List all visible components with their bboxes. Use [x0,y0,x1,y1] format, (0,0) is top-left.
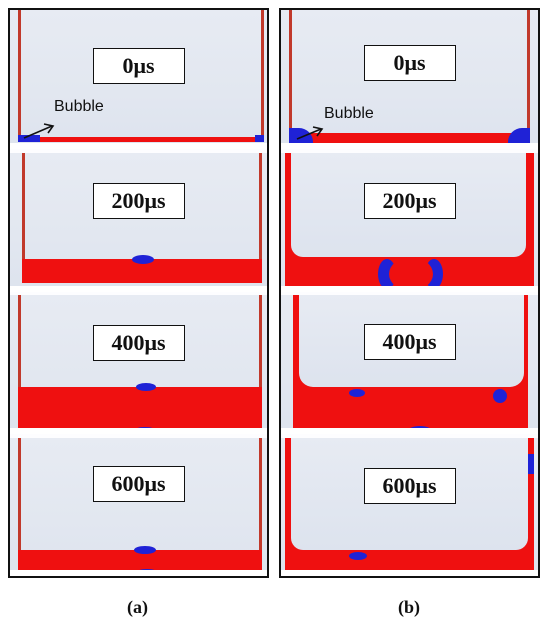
bubble [134,427,156,434]
left-wall [18,295,21,431]
left-wall [289,10,292,142]
caption-a: (a) [127,597,148,617]
bubble-annotation: Bubble [54,98,104,115]
right-wall [259,153,262,281]
frame-a-200us: 200μs [10,153,267,292]
bubble-right [508,128,530,143]
bubble [134,546,156,554]
bubble-annotation: Bubble [324,105,374,122]
frame-b-0us: 0μs Bubble [281,10,538,149]
liquid-film [18,137,264,142]
time-label: 600μs [92,466,185,502]
bubble [528,454,534,474]
time-label: 200μs [363,183,456,219]
arrow-icon [23,123,55,139]
right-wall [261,10,264,142]
right-wall [259,438,262,576]
bubble [136,383,156,391]
time-label: 600μs [363,468,456,504]
right-wall [527,10,530,142]
arrow-icon [296,126,324,140]
time-label: 400μs [363,324,456,360]
left-wall [18,10,21,142]
frame-a-400us: 400μs [10,295,267,434]
bubble [349,389,365,397]
frame-b-400us: 400μs [281,295,538,434]
liquid-layer [18,387,262,431]
caption-b: (b) [398,597,420,617]
time-label: 0μs [363,45,456,81]
frame-a-600us: 600μs [10,438,267,576]
bubble [349,552,367,560]
time-label: 400μs [92,325,185,361]
liquid-droplet [389,257,433,291]
time-label: 200μs [92,183,185,219]
time-label: 0μs [92,48,185,84]
bubble [136,569,158,576]
panel-b: 0μs Bubble 200μs 400μs 600μs [279,8,540,578]
bubble [493,389,507,403]
liquid-layer [18,550,262,576]
frame-a-0us: 0μs Bubble [10,10,267,149]
bubble-left [289,128,313,143]
left-wall [22,153,25,281]
left-wall [18,438,21,576]
liquid-film [289,133,530,143]
right-wall [259,295,262,431]
frame-b-600us: 600μs [281,438,538,576]
bubble-left [18,135,40,142]
frame-b-200us: 200μs [281,153,538,292]
bubble [407,426,433,434]
bubble [132,255,154,264]
bubble-right [255,135,264,142]
panel-a: 0μs Bubble 200μs 400μs 600μs [8,8,269,578]
